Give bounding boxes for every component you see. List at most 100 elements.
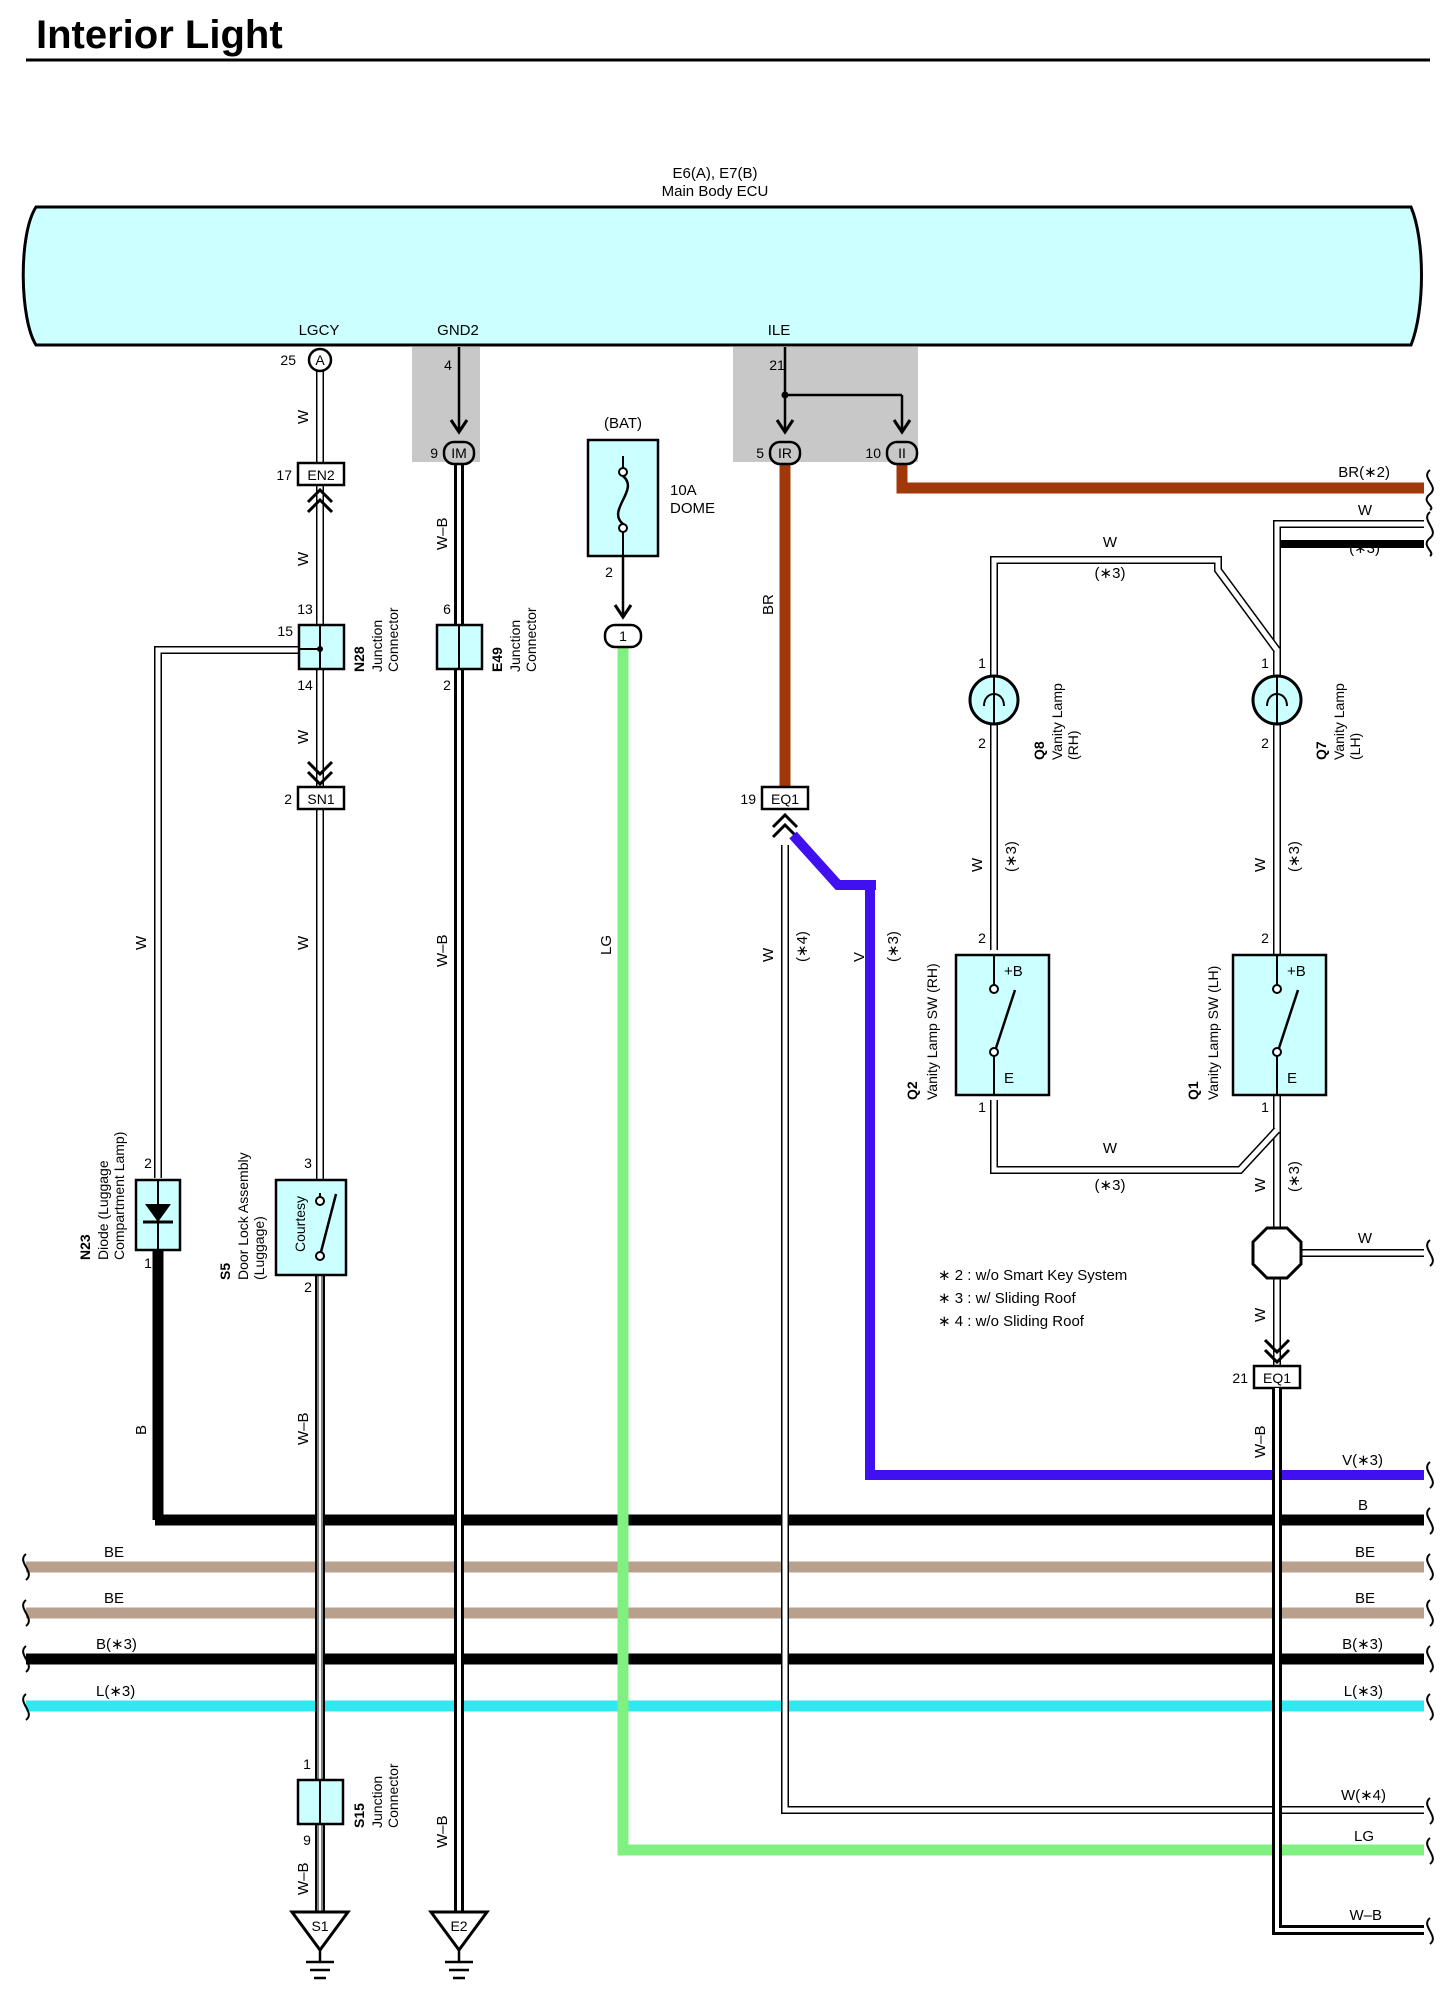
connector-ir	[768, 440, 802, 466]
splice-octagon	[1251, 1226, 1303, 1280]
q8-line1: Vanity Lamp	[1049, 683, 1065, 760]
wire-v-s3	[865, 885, 1424, 1480]
ecu-terminal-ile: ILE	[768, 322, 791, 339]
switch-q1	[1231, 953, 1328, 1097]
ecu-name: Main Body ECU	[662, 183, 769, 200]
note-2: ∗ 2 : w/o Smart Key System	[938, 1267, 1127, 1284]
pin-1-s15: 1	[303, 1756, 311, 1772]
s5-line1: Door Lock Assembly	[235, 1152, 251, 1280]
lbl-br: BR	[760, 594, 777, 615]
edge-b: B	[1358, 1497, 1368, 1514]
q2-e: E	[1004, 1070, 1014, 1087]
break-marks-left	[22, 1553, 30, 1721]
n23-id: N23	[77, 1234, 93, 1260]
pin-2-q1: 2	[1261, 930, 1269, 946]
pin-4: 4	[444, 357, 452, 373]
e49-line2: Connector	[523, 607, 539, 672]
edge-v-s3: V(∗3)	[1342, 1452, 1383, 1469]
edge-be2: BE	[1355, 1590, 1375, 1607]
pin-2-sn1: 2	[284, 791, 292, 807]
pin-15: 15	[277, 623, 293, 639]
lbl-w-1: W	[295, 409, 312, 424]
connector-sn1-label: SN1	[307, 791, 334, 807]
pin-1-q7: 1	[1261, 655, 1269, 671]
connector-ii-label: II	[898, 445, 906, 461]
lbl-s3-bot-rh: (∗3)	[1095, 1177, 1126, 1194]
lbl-lg: LG	[598, 935, 615, 955]
wire-br-s2	[896, 462, 1424, 494]
fuse-name: DOME	[670, 500, 715, 517]
pin-21-ile: 21	[769, 357, 785, 373]
q7-line2: (LH)	[1347, 733, 1363, 760]
edge-left-be1: BE	[104, 1544, 124, 1561]
q1-line1: Vanity Lamp SW (LH)	[1205, 966, 1221, 1100]
sn1-chevron	[306, 760, 334, 787]
connector-im	[442, 440, 476, 466]
wire-lg	[617, 645, 1424, 1856]
connector-1-lg	[603, 623, 643, 649]
note-3: ∗ 3 : w/ Sliding Roof	[938, 1290, 1076, 1307]
q2-plus: +B	[1004, 963, 1023, 980]
wire-v	[789, 831, 876, 890]
s5-line2: (Luggage)	[251, 1216, 267, 1280]
connector-eq1-top	[760, 785, 810, 811]
pin-2-q2: 2	[978, 930, 986, 946]
lbl-w-5: W	[133, 935, 150, 950]
s15-line1: Junction	[369, 1776, 385, 1828]
q8-line2: (RH)	[1065, 730, 1081, 760]
lbl-w-2: W	[295, 551, 312, 566]
pin-2-fuse: 2	[605, 564, 613, 580]
s15-id: S15	[351, 1803, 367, 1828]
edge-left-b-s3: B(∗3)	[96, 1636, 137, 1653]
lbl-w-q1-oct: W	[1252, 1177, 1269, 1192]
lbl-wb-3: W–B	[434, 517, 451, 550]
pin-6-e49: 6	[443, 601, 451, 617]
lbl-w-bot-rh: W	[1103, 1140, 1118, 1157]
junction-n28	[297, 623, 346, 671]
edge-br-s2: BR(∗2)	[1338, 464, 1390, 481]
n28-line2: Connector	[385, 607, 401, 672]
lbl-s3-v: (∗3)	[885, 931, 902, 962]
pin-1-q2: 1	[978, 1099, 986, 1115]
q1-id: Q1	[1185, 1081, 1201, 1100]
pin-17: 17	[276, 467, 292, 483]
q1-plus: +B	[1287, 963, 1306, 980]
ecu-ids: E6(A), E7(B)	[672, 165, 757, 182]
lbl-w-oct-eq1: W	[1252, 1307, 1269, 1322]
lbl-w-top-rh: W	[1103, 534, 1118, 551]
pin-1-n23: 1	[144, 1255, 152, 1271]
s5-inner: Courtesy	[292, 1196, 308, 1252]
connector-im-label: IM	[451, 445, 467, 461]
pin-19: 19	[740, 791, 756, 807]
q7-line1: Vanity Lamp	[1331, 683, 1347, 760]
page-title: Interior Light	[36, 13, 283, 57]
edge-w2: W	[1358, 1230, 1373, 1247]
pin-9-s15: 9	[303, 1832, 311, 1848]
connector-eq1-bottom-label: EQ1	[1263, 1370, 1291, 1386]
note-4: ∗ 4 : w/o Sliding Roof	[938, 1313, 1085, 1330]
lbl-wb-4: W–B	[434, 934, 451, 967]
lbl-wb-eq1: W–B	[1252, 1425, 1269, 1458]
e49-id: E49	[489, 647, 505, 672]
s5-id: S5	[217, 1263, 233, 1280]
pin-2-n23: 2	[144, 1155, 152, 1171]
connector-1-label: 1	[619, 628, 627, 644]
connector-ii	[885, 440, 919, 466]
pin-10-ii: 10	[865, 445, 881, 461]
pin-a-label: A	[315, 352, 325, 368]
ecu-terminal-gnd2: GND2	[437, 322, 479, 339]
wire-wb-eq1	[1272, 1388, 1424, 1935]
lbl-wb-1: W–B	[295, 1412, 312, 1445]
ground-s1	[289, 1910, 351, 1953]
break-marks-right	[1425, 469, 1434, 1945]
pin-2-s5: 2	[304, 1279, 312, 1295]
n23-line2: Compartment Lamp)	[111, 1132, 127, 1260]
s15-line2: Connector	[385, 1763, 401, 1828]
wire-lgcy-w	[315, 360, 325, 1930]
ecu-terminal-lgcy: LGCY	[299, 322, 340, 339]
edge-be1: BE	[1355, 1544, 1375, 1561]
pin-1-q8: 1	[978, 655, 986, 671]
lbl-w-eq1: W	[760, 947, 777, 962]
pin-2-e49: 2	[443, 677, 451, 693]
